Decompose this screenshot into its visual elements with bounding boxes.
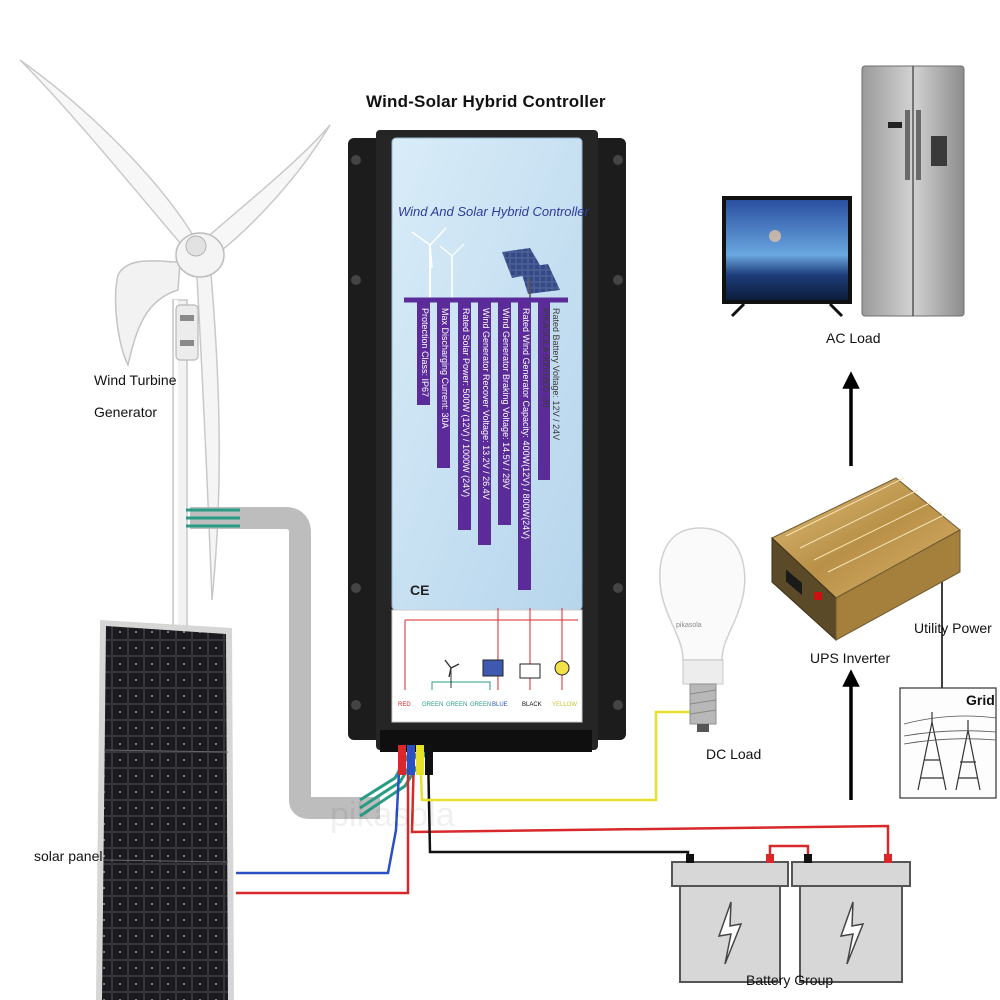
spec-text: PIKASOLA 900/1800 -30 — [541, 308, 551, 408]
terminal-label-green: GREEN — [446, 702, 468, 708]
ups-inverter-label: UPS Inverter — [810, 650, 891, 666]
spec-text: Protection Class: IP67 — [420, 308, 430, 398]
wind-turbine-icon — [19, 59, 331, 641]
terminal-label-blue: BLUE — [492, 702, 508, 708]
watermark-text: pikasola — [330, 796, 455, 834]
spec-bar — [437, 300, 450, 468]
spec-text: Max Discharging Current: 30A — [440, 308, 450, 429]
solar-panel-label: solar panel — [34, 848, 103, 864]
turbine-mini-icon — [444, 659, 460, 688]
spec-text: Wind Generator Recover Voltage: 13.2V / … — [481, 308, 491, 500]
battery-group-label: Battery Group — [746, 972, 834, 988]
panel-mini-icon — [482, 659, 504, 677]
spec-bars — [417, 300, 550, 590]
spec-text: Rated Wind Generator Capacity: 400W(12V)… — [521, 308, 531, 540]
spec-bar — [518, 300, 531, 590]
grid-tower-icon — [899, 687, 997, 799]
terminal-label-red: RED — [398, 702, 411, 708]
diagram-title: Wind-Solar Hybrid Controller — [366, 92, 606, 111]
refrigerator-icon — [861, 65, 965, 317]
bulb-brand-text: pikasola — [676, 622, 702, 629]
wind-turbine-label: Wind Turbine — [94, 372, 177, 388]
bulb-mini-icon — [554, 660, 570, 676]
utility-power-label: Utility Power — [914, 620, 992, 636]
wind-turbine-label: Generator — [94, 404, 158, 420]
spec-bar — [417, 300, 430, 405]
tv-icon — [722, 196, 852, 318]
battery-icon — [671, 854, 789, 983]
controller-panel-title: Wind And Solar Hybrid Controller — [398, 204, 589, 219]
spec-text: Wind Generator Braking Voltage: 14.5V / … — [501, 308, 511, 490]
spec-text: Rated Battery Voltage: 12V / 24V — [551, 308, 561, 441]
battery-icon — [791, 854, 911, 983]
spec-bar — [538, 300, 550, 480]
grid-label: Grid — [966, 692, 995, 708]
wires — [236, 541, 943, 895]
terminal-label-black: BLACK — [522, 702, 542, 708]
spec-bar — [498, 300, 511, 525]
terminal-label-yellow: YELLOW — [552, 702, 578, 708]
bulb-icon — [659, 527, 746, 732]
terminal-label-green: GREEN — [422, 702, 444, 708]
ac-load-label: AC Load — [826, 330, 881, 346]
solar-panel-icon — [96, 620, 234, 1000]
ups-inverter-icon — [771, 477, 961, 642]
terminal-diagram — [404, 608, 578, 690]
spec-text: Rated Solar Power: 500W (12V) / 1000W (2… — [461, 308, 471, 498]
battery-mini-icon — [519, 663, 541, 679]
terminal-label-green: GREEN — [470, 702, 492, 708]
spec-bar — [478, 300, 491, 545]
ce-mark: CE — [410, 582, 430, 598]
dc-load-label: DC Load — [706, 746, 762, 762]
spec-bar — [458, 300, 471, 530]
